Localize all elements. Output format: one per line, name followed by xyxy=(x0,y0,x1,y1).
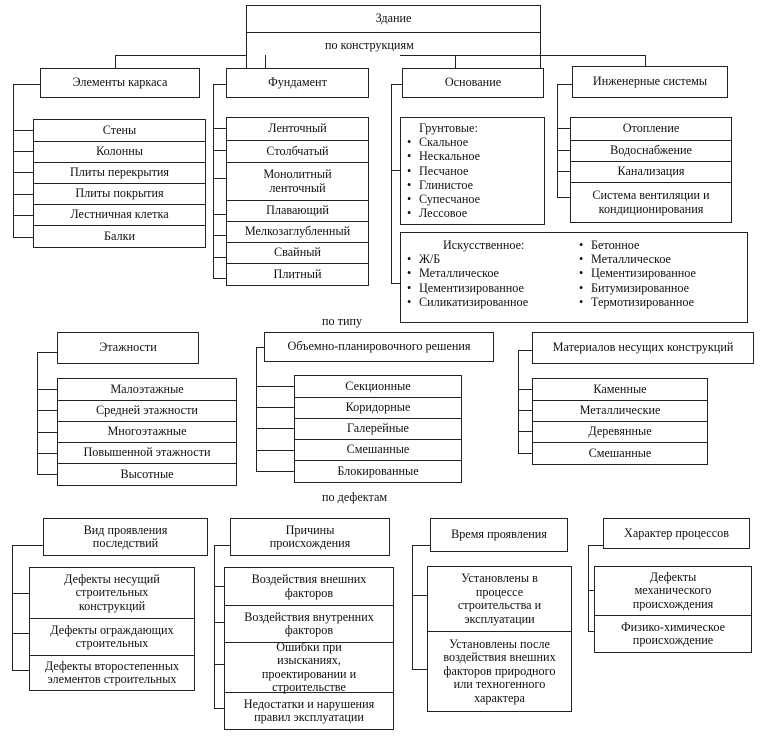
list-item: Дефекты несущий строительных конструкций xyxy=(64,571,160,613)
list-item: Средней этажности xyxy=(58,400,236,421)
list-item: Свайный xyxy=(227,242,368,263)
artificial-title: Искусственное: xyxy=(443,238,525,252)
planning-header: Объемно-планировочного решения xyxy=(264,332,494,362)
planning-list: Секционные Коридорные Галерейные Смешанн… xyxy=(294,375,462,483)
list-item: Канализация xyxy=(571,161,731,182)
list-item: Высотные xyxy=(58,463,236,485)
list-item: Плиты покрытия xyxy=(34,183,205,204)
list-item: Малоэтажные xyxy=(110,381,184,396)
list-item: Воздействия внутренних факторов xyxy=(225,605,393,642)
base-artificial-list: Искусственное: Ж/Б Металлическое Цементи… xyxy=(400,232,748,323)
process-header: Характер процессов xyxy=(603,518,750,549)
list-item: Дефекты механического происхождения xyxy=(632,569,714,611)
list-item: Ленточный xyxy=(268,121,327,136)
engineering-systems-header: Инженерные системы xyxy=(572,66,728,98)
list-item: Песчаное xyxy=(407,164,538,178)
floors-header: Этажности xyxy=(57,332,199,364)
process-list: Дефекты механического происхождения Физи… xyxy=(594,566,752,653)
frame-elements-header: Элементы каркаса xyxy=(40,68,200,98)
foundation-list: Ленточный Столбчатый Монолитный ленточны… xyxy=(226,117,369,286)
list-item: Воздействия внешних факторов xyxy=(251,572,367,600)
list-item: Термотизированное xyxy=(579,295,744,309)
list-item: Система вентиляции и кондиционирования xyxy=(571,182,731,222)
list-item: Галерейные xyxy=(295,418,461,439)
list-item: Ж/Б xyxy=(407,252,577,266)
list-item: Плиты перекрытия xyxy=(34,162,205,183)
list-item: Битумизированное xyxy=(579,281,744,295)
list-item: Скальное xyxy=(407,135,538,149)
list-item: Дефекты второстепенных элементов строите… xyxy=(30,655,194,690)
list-item: Стены xyxy=(102,122,137,137)
list-item: Металлическое xyxy=(407,266,577,280)
list-item: Лестничная клетка xyxy=(34,204,205,225)
engineering-systems-list: Отопление Водоснабжение Канализация Сист… xyxy=(570,117,732,223)
base-soil-list: Грунтовые: Скальное Нескальное Песчаное … xyxy=(400,117,545,225)
time-list: Установлены в процессе строительства и э… xyxy=(427,566,572,712)
section-label-defects: по дефектам xyxy=(322,490,388,504)
list-item: Колонны xyxy=(34,141,205,162)
list-item: Секционные xyxy=(345,378,411,393)
list-item: Мелкозаглубленный xyxy=(227,221,368,242)
list-item: Многоэтажные xyxy=(58,421,236,442)
root-node: Здание xyxy=(246,5,541,33)
list-item: Металлические xyxy=(533,400,707,421)
list-item: Силикатизированное xyxy=(407,295,577,309)
list-item: Блокированные xyxy=(295,460,461,482)
manifestation-list: Дефекты несущий строительных конструкций… xyxy=(29,567,195,691)
materials-header: Материалов несущих конструкций xyxy=(532,332,754,364)
list-item: Установлены после воздействия внешних фа… xyxy=(428,631,571,711)
list-item: Цементизированное xyxy=(579,266,744,280)
list-item: Плитный xyxy=(227,263,368,285)
list-item: Нескальное xyxy=(407,149,538,163)
list-item: Водоснабжение xyxy=(571,140,731,161)
list-item: Коридорные xyxy=(295,397,461,418)
soil-title: Грунтовые: xyxy=(419,121,478,135)
list-item: Установлены в процессе строительства и э… xyxy=(457,571,542,626)
list-item: Столбчатый xyxy=(227,140,368,162)
list-item: Лессовое xyxy=(407,206,538,220)
section-label-type: по типу xyxy=(322,314,363,328)
causes-header: Причины происхождения xyxy=(230,518,390,556)
list-item: Повышенной этажности xyxy=(58,442,236,463)
list-item: Балки xyxy=(34,225,205,247)
frame-elements-list: Стены Колонны Плиты перекрытия Плиты пок… xyxy=(33,119,206,248)
floors-list: Малоэтажные Средней этажности Многоэтажн… xyxy=(57,378,237,486)
list-item: Дефекты ограждающих строительных xyxy=(30,618,194,655)
list-item: Плавающий xyxy=(227,200,368,221)
manifestation-header: Вид проявления последствий xyxy=(43,518,208,556)
section-label-construction: по конструкциям xyxy=(325,38,414,52)
list-item: Смешанные xyxy=(295,439,461,460)
list-item: Цементизированное xyxy=(407,281,577,295)
list-item: Каменные xyxy=(593,381,647,396)
list-item: Деревянные xyxy=(533,421,707,442)
list-item: Смешанные xyxy=(533,442,707,464)
causes-list: Воздействия внешних факторов Воздействия… xyxy=(224,567,394,730)
list-item: Монолитный ленточный xyxy=(227,162,368,200)
list-item: Супесчаное xyxy=(407,192,538,206)
foundation-header: Фундамент xyxy=(226,68,369,98)
time-header: Время проявления xyxy=(430,518,568,552)
list-item: Металлическое xyxy=(579,252,744,266)
list-item: Отопление xyxy=(622,121,680,136)
base-header: Основание xyxy=(402,68,544,98)
list-item: Бетонное xyxy=(579,238,744,252)
list-item: Недостатки и нарушения правил эксплуатац… xyxy=(225,692,393,729)
list-item: Глинистое xyxy=(407,178,538,192)
list-item: Физико-химическое происхождение xyxy=(595,615,751,652)
list-item: Ошибки при изысканиях, проектировании и … xyxy=(225,640,393,694)
materials-list: Каменные Металлические Деревянные Смешан… xyxy=(532,378,708,465)
